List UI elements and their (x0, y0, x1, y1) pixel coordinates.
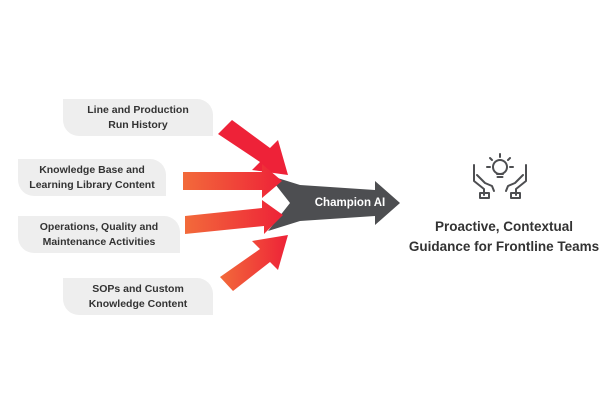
input-source-2: Knowledge Base and Learning Library Cont… (18, 159, 166, 196)
input-source-4: SOPs and Custom Knowledge Content (63, 278, 213, 315)
input-arrow-1 (218, 120, 288, 175)
input-arrow-3 (185, 200, 283, 234)
input-arrow-4 (220, 235, 288, 291)
input-source-1: Line and Production Run History (63, 99, 213, 136)
core-arrow-shape (268, 175, 400, 231)
input-arrow-2 (183, 164, 282, 198)
outcome-label: Proactive, Contextual Guidance for Front… (408, 219, 600, 254)
core-label: Champion AI (314, 197, 386, 209)
input-source-3: Operations, Quality and Maintenance Acti… (18, 216, 180, 253)
hands-lightbulb-icon (468, 153, 532, 204)
